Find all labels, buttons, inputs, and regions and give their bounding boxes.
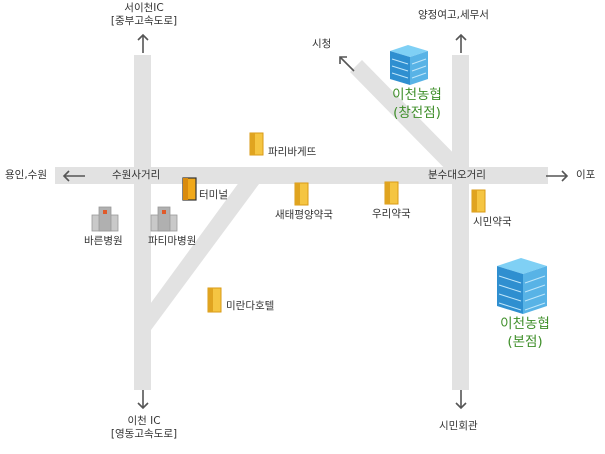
building-miran-icon bbox=[207, 287, 222, 313]
bank-branch-sub: (창전점) bbox=[393, 104, 441, 121]
building-paris-icon bbox=[249, 132, 264, 156]
bank-main-label: 이천농협 (본점) bbox=[490, 316, 560, 351]
landmark-bareun-hospital: 바른병원 bbox=[84, 235, 123, 247]
bank-main-building-icon bbox=[497, 258, 547, 314]
label-icheon-ic-name: 이천 IC bbox=[127, 415, 161, 427]
road-main-east-west bbox=[55, 167, 548, 184]
label-simin-hall: 시민회관 bbox=[439, 420, 478, 432]
road-network bbox=[55, 55, 548, 390]
bank-branch-name: 이천농협 bbox=[392, 87, 442, 103]
road-diagonal-southwest bbox=[137, 170, 262, 330]
label-seoicheon-ic-sub: [중부고속도로] bbox=[110, 15, 178, 28]
intersection-suwon: 수원사거리 bbox=[112, 169, 161, 181]
label-icheon-ic-sub: [영동고속도로] bbox=[110, 428, 178, 441]
arrow-down-left-icon bbox=[137, 390, 149, 410]
landmark-uri-pharmacy: 우리약국 bbox=[372, 208, 411, 220]
bank-branch-building-icon bbox=[390, 45, 428, 85]
label-seoicheon-ic-name: 서이천IC bbox=[124, 2, 164, 14]
arrow-west-icon bbox=[62, 170, 85, 182]
building-terminal-icon bbox=[182, 177, 197, 201]
landmark-terminal: 터미널 bbox=[199, 189, 228, 201]
landmark-saetae-pharmacy: 새태평양약국 bbox=[275, 209, 333, 221]
bank-branch-label: 이천농협 (창전점) bbox=[382, 87, 452, 122]
bank-main-name: 이천농협 bbox=[500, 316, 550, 332]
hospital-bareun-icon bbox=[91, 206, 119, 232]
arrow-down-right-icon bbox=[455, 390, 467, 410]
label-yongin-suwon: 용인,수원 bbox=[5, 169, 47, 181]
road-diagonal-cityhall bbox=[350, 60, 470, 182]
label-city-hall: 시청 bbox=[312, 38, 332, 50]
landmark-simin-pharmacy: 시민약국 bbox=[473, 216, 512, 228]
intersection-fountain: 분수대오거리 bbox=[428, 169, 486, 181]
label-icheon-ic: 이천 IC [영동고속도로] bbox=[108, 415, 180, 441]
building-simin-pharmacy-icon bbox=[471, 189, 486, 213]
direction-arrows bbox=[62, 33, 569, 410]
arrow-up-left-icon bbox=[137, 33, 149, 53]
landmark-miranda-hotel: 미란다호텔 bbox=[226, 300, 275, 312]
arrow-northwest-icon bbox=[339, 56, 355, 72]
label-ipo: 이포 bbox=[576, 169, 596, 181]
landmark-patima-hospital: 파티마병원 bbox=[148, 235, 197, 247]
arrow-east-icon bbox=[546, 170, 569, 182]
arrow-up-right-icon bbox=[455, 33, 467, 53]
landmark-paris-baguette: 파리바게뜨 bbox=[268, 146, 317, 158]
label-seoicheon-ic: 서이천IC [중부고속도로] bbox=[108, 2, 180, 28]
hospital-patima-icon bbox=[150, 206, 178, 232]
building-uri-icon bbox=[384, 181, 399, 205]
road-right-vertical bbox=[452, 55, 469, 390]
road-left-vertical bbox=[134, 55, 151, 390]
bank-main-sub: (본점) bbox=[507, 333, 543, 350]
building-saetae-icon bbox=[294, 182, 309, 206]
label-yangjeong-tax: 양정여고,세무서 bbox=[418, 9, 489, 21]
